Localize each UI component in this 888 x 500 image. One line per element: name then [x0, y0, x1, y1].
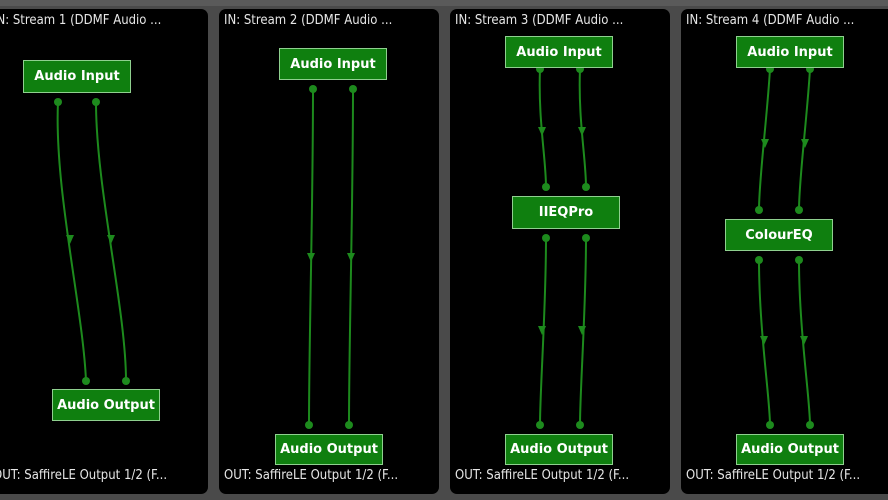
port-out-right [345, 421, 353, 429]
connection-wires [305, 85, 357, 429]
stream-panel-4[interactable]: IN: Stream 4 (DDMF Audio ... Audio Input… [681, 9, 888, 494]
iieqpro-plugin-node[interactable]: IIEQPro [512, 196, 620, 229]
audio-output-node[interactable]: Audio Output [52, 389, 160, 421]
coloureq-plugin-node[interactable]: ColourEQ [725, 219, 833, 251]
connection-wires [536, 65, 590, 429]
port-in-left [309, 85, 317, 93]
stream-input-label: IN: Stream 3 (DDMF Audio ... [455, 13, 624, 28]
arrow-left [66, 235, 74, 244]
port-plugin-out-left [755, 256, 763, 264]
wire-right-upper [798, 68, 811, 211]
wire-right [348, 88, 354, 426]
port-out-left [305, 421, 313, 429]
wire-left-upper [758, 68, 771, 211]
wire-right-lower [579, 237, 587, 426]
audio-output-node[interactable]: Audio Output [275, 434, 383, 465]
arrow-left-lower [538, 326, 546, 335]
audio-output-node[interactable]: Audio Output [505, 434, 613, 465]
port-plugin-in-left [755, 206, 763, 214]
stream-output-label: OUT: SaffireLE Output 1/2 (F... [686, 468, 861, 483]
wire-left-lower [539, 237, 547, 426]
arrow-right-upper [801, 139, 809, 148]
top-bar [0, 0, 888, 6]
wire-right-upper [578, 68, 587, 188]
stream-panel-3[interactable]: IN: Stream 3 (DDMF Audio ... Audio Input… [450, 9, 670, 494]
port-in-right [349, 85, 357, 93]
port-plugin-in-right [795, 206, 803, 214]
wire-left-upper [538, 68, 547, 188]
port-out-right [806, 421, 814, 429]
port-in-right [92, 98, 100, 106]
connection-wires [755, 65, 814, 429]
arrow-right-lower [578, 326, 586, 335]
audio-input-node[interactable]: Audio Input [279, 48, 387, 80]
audio-input-node[interactable]: Audio Input [505, 36, 613, 68]
arrow-right-lower [800, 336, 808, 345]
stream-input-label: IN: Stream 1 (DDMF Audio ... [0, 13, 162, 28]
audio-input-node[interactable]: Audio Input [736, 36, 844, 68]
arrow-left-lower [760, 336, 768, 345]
stream-panel-1[interactable]: IN: Stream 1 (DDMF Audio ... Audio Input… [0, 9, 208, 494]
arrow-right [347, 253, 355, 262]
port-plugin-out-right [582, 234, 590, 242]
wire-left [56, 101, 87, 382]
audio-input-node[interactable]: Audio Input [23, 60, 131, 93]
port-plugin-out-left [542, 234, 550, 242]
wire-left-lower [758, 259, 771, 426]
port-out-left [82, 377, 90, 385]
port-out-right [576, 421, 584, 429]
connection-wires [54, 98, 130, 385]
wire-right [95, 101, 127, 382]
port-plugin-in-left [542, 183, 550, 191]
arrow-left [307, 253, 315, 262]
audio-output-node[interactable]: Audio Output [736, 434, 844, 465]
stream-output-label: OUT: SaffireLE Output 1/2 (F... [224, 468, 399, 483]
port-plugin-out-right [795, 256, 803, 264]
arrow-right-upper [578, 127, 586, 136]
stream-input-label: IN: Stream 2 (DDMF Audio ... [224, 13, 393, 28]
wire-right-lower [798, 259, 811, 426]
port-plugin-in-right [582, 183, 590, 191]
arrow-left-upper [538, 127, 546, 136]
stream-input-label: IN: Stream 4 (DDMF Audio ... [686, 13, 855, 28]
port-out-right [122, 377, 130, 385]
arrow-left-upper [761, 139, 769, 148]
arrow-right [107, 235, 115, 244]
stream-output-label: OUT: SaffireLE Output 1/2 (F... [455, 468, 630, 483]
stream-output-label: OUT: SaffireLE Output 1/2 (F... [0, 468, 168, 483]
stream-panel-2[interactable]: IN: Stream 2 (DDMF Audio ... Audio Input… [219, 9, 439, 494]
port-out-left [536, 421, 544, 429]
port-in-left [54, 98, 62, 106]
wire-left [308, 88, 314, 426]
port-out-left [766, 421, 774, 429]
